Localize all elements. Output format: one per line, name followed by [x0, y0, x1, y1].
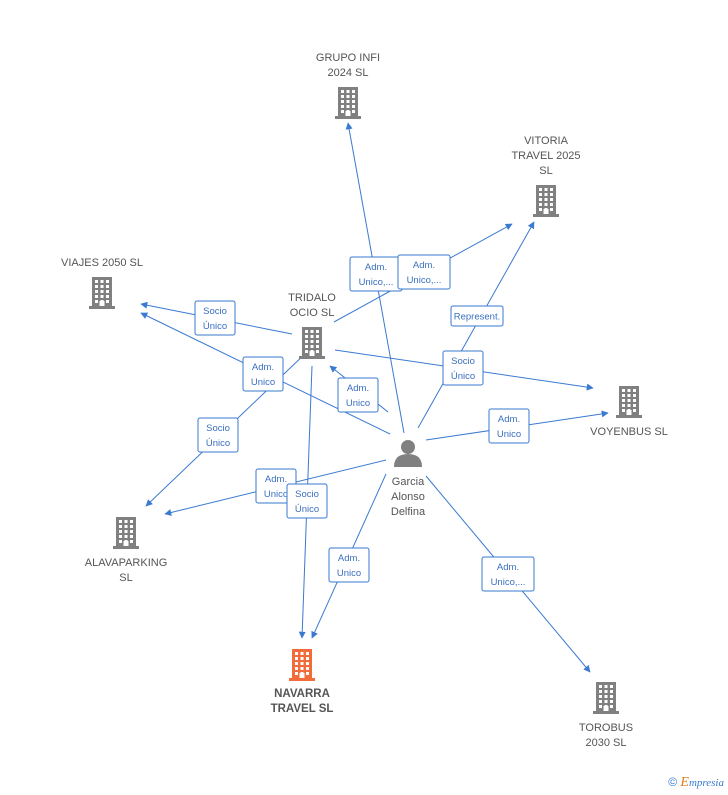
building-icon[interactable]: [533, 185, 559, 217]
edge-label-box[interactable]: [194, 300, 236, 336]
edge-label-text: Adm.: [338, 553, 360, 564]
edge-label-text: Unico: [264, 489, 288, 500]
node-label: NAVARRA: [274, 688, 330, 700]
node-label: VITORIA: [524, 135, 568, 147]
building-icon[interactable]: [616, 386, 642, 418]
node-label: OCIO SL: [290, 307, 335, 319]
edge-label-garcia-to-navarra-travel[interactable]: Adm. Unico: [328, 547, 370, 583]
edge-label-box[interactable]: [481, 556, 535, 592]
node-label: TRAVEL 2025: [511, 150, 580, 162]
edge-label-box[interactable]: [286, 483, 328, 519]
edge-label-text: Adm.: [497, 562, 519, 573]
node-label: GRUPO INFI: [316, 52, 380, 64]
edge-label-text: Unico,...: [407, 275, 442, 286]
node-label: TOROBUS: [579, 722, 633, 734]
node-label: Garcia: [392, 476, 425, 488]
node-torobus[interactable]: TOROBUS 2030 SL: [579, 682, 633, 749]
node-label: 2024 SL: [328, 67, 369, 79]
edge-label-garcia-to-torobus[interactable]: Adm. Unico,...: [481, 556, 535, 592]
edge-label-text: Adm.: [498, 414, 520, 425]
building-icon[interactable]: [299, 327, 325, 359]
node-tridalo-ocio[interactable]: TRIDALO OCIO SL: [288, 292, 336, 359]
edge-label-garcia-to-tridalo-ocio[interactable]: Adm. Unico: [337, 377, 379, 413]
edge-label-tridalo-ocio-to-vitoria-travel[interactable]: Adm. Unico,...: [397, 254, 451, 290]
brand-rest: mpresia: [688, 777, 724, 789]
building-icon[interactable]: [335, 87, 361, 119]
edge-label-text: Unico: [251, 377, 275, 388]
node-label: TRIDALO: [288, 292, 336, 304]
edge-label-text: Socio: [203, 306, 227, 317]
edge-label-text: Unico,...: [491, 577, 526, 588]
person-icon[interactable]: [394, 440, 422, 467]
edge-label-box[interactable]: [242, 356, 284, 392]
edge-label-box[interactable]: [397, 254, 451, 290]
empresia-logo: © Empresia: [668, 775, 724, 791]
edge-label-box[interactable]: [488, 408, 530, 444]
edge-label-text: Adm.: [347, 383, 369, 394]
building-icon[interactable]: [89, 277, 115, 309]
node-label: Delfina: [391, 506, 426, 518]
edge-label-text: Unico: [497, 429, 521, 440]
edge-label-text: Único: [203, 321, 227, 332]
edge-label-text: Unico,...: [359, 277, 394, 288]
edge-label-text: Único: [451, 371, 475, 382]
brand-initial: E: [680, 775, 689, 790]
edge-label-text: Único: [295, 504, 319, 515]
edge-label-garcia-to-viajes-2050[interactable]: Adm. Unico: [242, 356, 284, 392]
edge-label-text: Adm.: [365, 262, 387, 273]
node-label: SL: [539, 165, 552, 177]
edge-label-box[interactable]: [337, 377, 379, 413]
node-alavaparking[interactable]: ALAVAPARKING SL: [85, 517, 168, 584]
edge-label-text: Adm.: [413, 260, 435, 271]
edge-label-box[interactable]: [197, 417, 239, 453]
edge-label-box[interactable]: [328, 547, 370, 583]
copyright-symbol: ©: [668, 775, 678, 789]
node-voyenbus[interactable]: VOYENBUS SL: [590, 386, 668, 438]
node-label: VIAJES 2050 SL: [61, 257, 143, 269]
edge-label-text: Unico: [337, 568, 361, 579]
edge-label-text: Socio: [451, 356, 475, 367]
node-label: VOYENBUS SL: [590, 426, 668, 438]
node-label: SL: [119, 572, 132, 584]
edge-label-text: Represent.: [454, 312, 500, 323]
edge-label-box[interactable]: [442, 350, 484, 386]
edge-label-text: Unico: [346, 398, 370, 409]
node-grupo-infi[interactable]: GRUPO INFI 2024 SL: [316, 52, 380, 119]
edge-label-garcia-to-vitoria-travel[interactable]: Represent.: [450, 305, 504, 327]
node-navarra-travel[interactable]: NAVARRA TRAVEL SL: [271, 649, 334, 715]
building-icon[interactable]: [113, 517, 139, 549]
edge-label-text: Socio: [206, 423, 230, 434]
node-viajes-2050[interactable]: VIAJES 2050 SL: [61, 257, 143, 309]
edge-label-box[interactable]: [450, 305, 504, 327]
edge-label-text: Adm.: [252, 362, 274, 373]
edge-label-text: Único: [206, 438, 230, 449]
edge-label-garcia-to-voyenbus[interactable]: Adm. Unico: [488, 408, 530, 444]
edge-label-garcia-to-grupo-infi[interactable]: Adm. Unico,...: [349, 256, 403, 292]
node-label: ALAVAPARKING: [85, 557, 168, 569]
building-icon[interactable]: [593, 682, 619, 714]
node-label: 2030 SL: [586, 737, 627, 749]
node-label: Alonso: [391, 491, 425, 503]
edge-label-text: Adm.: [265, 474, 287, 485]
building-icon[interactable]: [289, 649, 315, 681]
node-label: TRAVEL SL: [271, 703, 334, 715]
edge-label-text: Socio: [295, 489, 319, 500]
